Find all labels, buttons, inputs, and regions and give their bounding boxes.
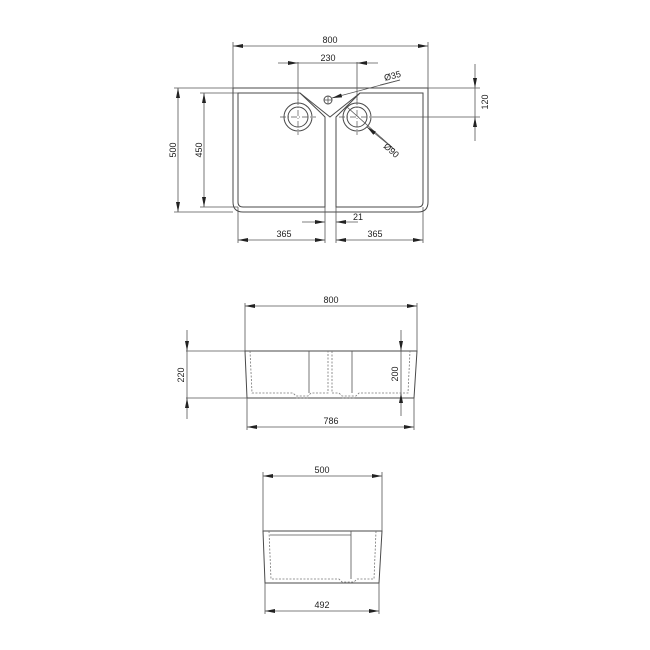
dim-divider-width: 21 (353, 212, 363, 222)
side-outline (262, 530, 383, 584)
dim-front-top-width: 800 (323, 295, 338, 305)
dim-tap-spacing: 230 (320, 53, 335, 63)
tap-hole-icon (323, 95, 333, 105)
dim-side-bottom-width: 492 (314, 600, 329, 610)
dim-waste-diameter: Ø90 (382, 141, 401, 160)
dim-waste-offset: 120 (480, 94, 490, 109)
dim-right-bowl-width: 365 (367, 229, 382, 239)
front-view: 800 786 220 200 (176, 295, 418, 430)
dim-overall-depth: 500 (168, 142, 178, 157)
dim-overall-width: 800 (322, 35, 337, 45)
right-waste-icon (339, 99, 375, 135)
dim-tap-hole-diameter: Ø35 (383, 69, 402, 83)
dim-front-bottom-width: 786 (323, 416, 338, 426)
left-waste-icon (280, 99, 316, 135)
dim-front-height: 220 (176, 367, 186, 382)
side-view: 500 492 (262, 465, 383, 614)
sink-outer-outline (232, 88, 429, 213)
top-view: 800 230 Ø35 Ø90 120 500 450 (168, 35, 490, 243)
dim-left-bowl-width: 365 (276, 229, 291, 239)
dim-side-top-width: 500 (314, 465, 329, 475)
right-bowl-outline (335, 92, 424, 208)
dim-bowl-depth: 450 (194, 142, 204, 157)
dim-bowl-height: 200 (390, 366, 400, 381)
left-bowl-outline (237, 92, 326, 208)
